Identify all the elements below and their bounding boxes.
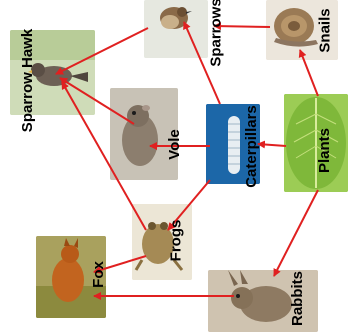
- caterpillars-label: Caterpillars: [243, 105, 260, 188]
- arrow-plants-to-snail: [300, 50, 318, 96]
- arrow-plants-to-rabbits: [274, 190, 318, 276]
- sparrow-hawk-label: Sparrow Hawk: [19, 29, 36, 132]
- arrow-vole-to-hawk: [60, 78, 134, 124]
- arrow-plants-to-caterpillars: [258, 144, 286, 146]
- frogs-label: Frogs: [167, 220, 184, 262]
- rabbits-label: Rabbits: [289, 271, 306, 326]
- sparrow-label: Sparrows: [208, 0, 225, 67]
- plants-label: Plants: [316, 128, 333, 173]
- arrow-sparrow-to-hawk: [56, 28, 148, 74]
- fox-label: Fox: [90, 261, 107, 288]
- snail-label: Snails: [317, 8, 334, 52]
- vole-label: Vole: [166, 129, 183, 160]
